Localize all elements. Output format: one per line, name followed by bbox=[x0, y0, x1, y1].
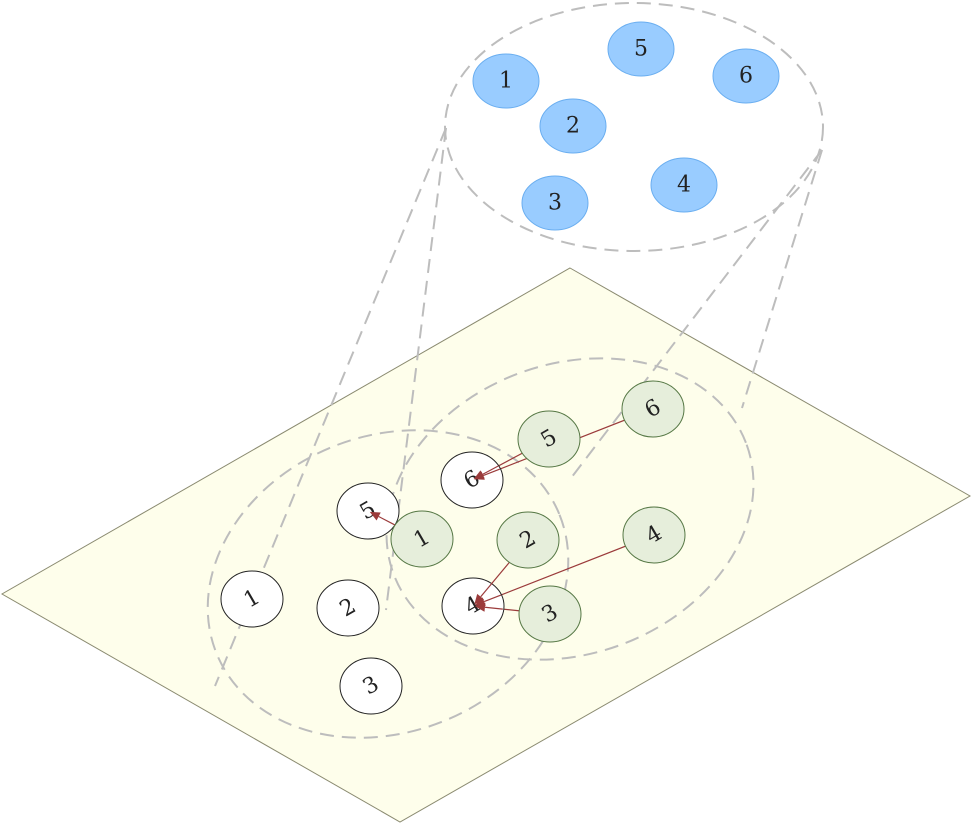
plane-green-node-2-shape bbox=[496, 511, 560, 569]
projection-line-right-outer bbox=[741, 149, 823, 409]
top-node-1: 1 bbox=[472, 53, 540, 109]
plane-green-node-6: 6 bbox=[621, 380, 685, 438]
top-node-5-shape bbox=[607, 21, 675, 77]
top-node-5-label: 5 bbox=[634, 37, 648, 62]
plane-green-node-4-shape bbox=[622, 506, 686, 564]
plane-green-node-5-shape bbox=[517, 410, 581, 468]
top-node-3: 3 bbox=[521, 175, 589, 231]
plane-white-node-1: 1 bbox=[220, 570, 284, 628]
plane-white-node-4: 4 bbox=[441, 577, 505, 635]
plane-white-node-5-shape bbox=[336, 482, 400, 540]
top-node-2-shape bbox=[539, 98, 607, 154]
arrowhead-g3-to-w4 bbox=[474, 602, 486, 612]
top-node-1-shape bbox=[472, 53, 540, 109]
edge-inner-g4-to-w4 bbox=[483, 594, 502, 603]
top-node-1-label: 1 bbox=[499, 69, 513, 94]
top-node-2: 2 bbox=[539, 98, 607, 154]
plane-white-node-6-shape bbox=[440, 451, 504, 509]
plane-white-node-5: 5 bbox=[336, 482, 400, 540]
plane-white-node-3-shape bbox=[339, 657, 403, 715]
edge-inner-g1-to-w5 bbox=[378, 515, 395, 526]
arrowhead-g5-to-w6 bbox=[473, 470, 485, 480]
plane-white-node-1-shape bbox=[220, 570, 284, 628]
plane-green-node-4: 4 bbox=[622, 506, 686, 564]
top-node-4-label: 4 bbox=[677, 173, 691, 198]
plane-green-node-1: 1 bbox=[390, 510, 454, 568]
plane-green-node-1-shape bbox=[390, 510, 454, 568]
plane-white-node-2-shape bbox=[316, 579, 380, 637]
top-group-ellipse bbox=[444, 2, 824, 252]
plane-green-node-3-shape bbox=[518, 585, 582, 643]
edge-g4-to-w4 bbox=[475, 534, 655, 607]
plane-white-node-6: 6 bbox=[440, 451, 504, 509]
edge-inner-g2-to-w4 bbox=[480, 582, 493, 598]
top-node-6-label: 6 bbox=[739, 64, 753, 89]
arrowhead-g2-to-w4 bbox=[474, 593, 485, 605]
projection-line-left-outer bbox=[214, 127, 447, 687]
top-node-2-label: 2 bbox=[566, 114, 580, 139]
top-node-3-shape bbox=[521, 175, 589, 231]
plane-green-node-6-shape bbox=[621, 380, 685, 438]
top-node-6: 6 bbox=[712, 48, 780, 104]
edge-inner-g6-to-w6 bbox=[482, 468, 501, 477]
plane-green-node-5: 5 bbox=[517, 410, 581, 468]
top-node-5: 5 bbox=[607, 21, 675, 77]
edge-inner-g5-to-w6 bbox=[482, 465, 499, 475]
right-neighborhood-ellipse bbox=[385, 357, 755, 661]
plane-white-node-2: 2 bbox=[316, 579, 380, 637]
base-plane bbox=[0, 267, 972, 823]
top-node-3-label: 3 bbox=[548, 191, 562, 216]
top-node-4-shape bbox=[650, 157, 718, 213]
plane-green-node-2: 2 bbox=[496, 511, 560, 569]
top-node-4: 4 bbox=[650, 157, 718, 213]
edge-inner-g3-to-w4 bbox=[484, 606, 503, 610]
plane-green-node-3: 3 bbox=[518, 585, 582, 643]
plane-white-node-3: 3 bbox=[339, 657, 403, 715]
top-node-6-shape bbox=[712, 48, 780, 104]
plane-white-node-4-shape bbox=[441, 577, 505, 635]
arrowhead-g1-to-w5 bbox=[369, 511, 381, 521]
arrow-tip-layer bbox=[369, 465, 503, 612]
